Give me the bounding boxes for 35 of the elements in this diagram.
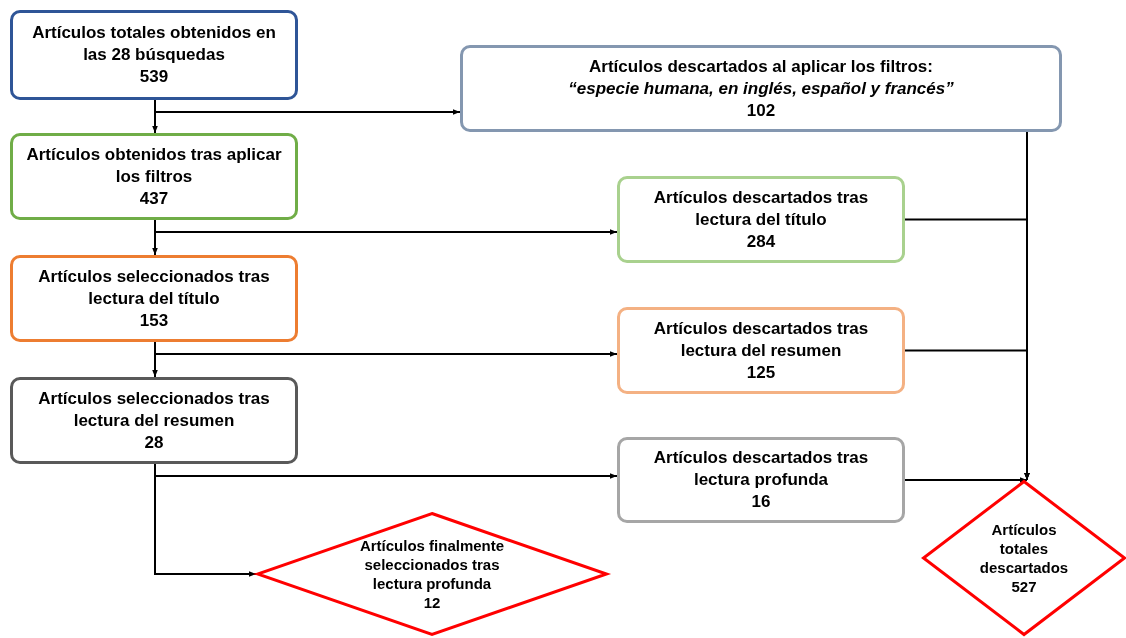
count-value: 284 bbox=[746, 230, 776, 253]
box-text: Artículos descartados al aplicar los filtros: bbox=[589, 55, 933, 78]
box-text: Artículos seleccionados tras lectura del título bbox=[37, 265, 271, 310]
arrow bbox=[904, 477, 1028, 483]
box-text: Artículos finalmente seleccionados tras lectura profunda bbox=[358, 536, 506, 593]
decision-diamond bbox=[256, 512, 608, 636]
process-box bbox=[617, 307, 905, 394]
box-text: Artículos descartados tras lectura profunda bbox=[652, 447, 870, 491]
box-text: “especie humana, en inglés, español y francés” bbox=[568, 77, 954, 100]
count-value: 539 bbox=[139, 66, 169, 88]
arrow bbox=[904, 349, 1030, 481]
box-text: Artículos obtenidos tras aplicar los filtros bbox=[25, 143, 283, 188]
arrow bbox=[154, 463, 257, 577]
decision-diamond bbox=[922, 480, 1126, 636]
count-value: 102 bbox=[746, 99, 776, 122]
process-box bbox=[617, 176, 905, 263]
process-box bbox=[10, 255, 298, 342]
process-box bbox=[10, 133, 298, 220]
box-text: Artículos totales descartados bbox=[978, 520, 1070, 577]
count-value: 16 bbox=[751, 491, 771, 513]
box-text: Artículos seleccionados tras lectura del resumen bbox=[37, 387, 271, 432]
process-box bbox=[617, 437, 905, 523]
count-value: 28 bbox=[144, 431, 164, 454]
box-text: Artículos descartados tras lectura del resumen bbox=[652, 317, 870, 362]
count-value: 153 bbox=[139, 309, 169, 332]
process-box bbox=[10, 377, 298, 464]
count-value: 12 bbox=[423, 593, 441, 612]
process-box bbox=[460, 45, 1062, 132]
arrow bbox=[154, 99, 461, 115]
box-text: Artículos descartados tras lectura del título bbox=[652, 186, 870, 231]
process-box bbox=[10, 10, 298, 100]
count-value: 527 bbox=[1011, 577, 1037, 596]
count-value: 437 bbox=[139, 187, 169, 210]
box-text: Artículos totales obtenidos en las 28 búsquedas bbox=[31, 22, 277, 66]
count-value: 125 bbox=[746, 361, 776, 384]
